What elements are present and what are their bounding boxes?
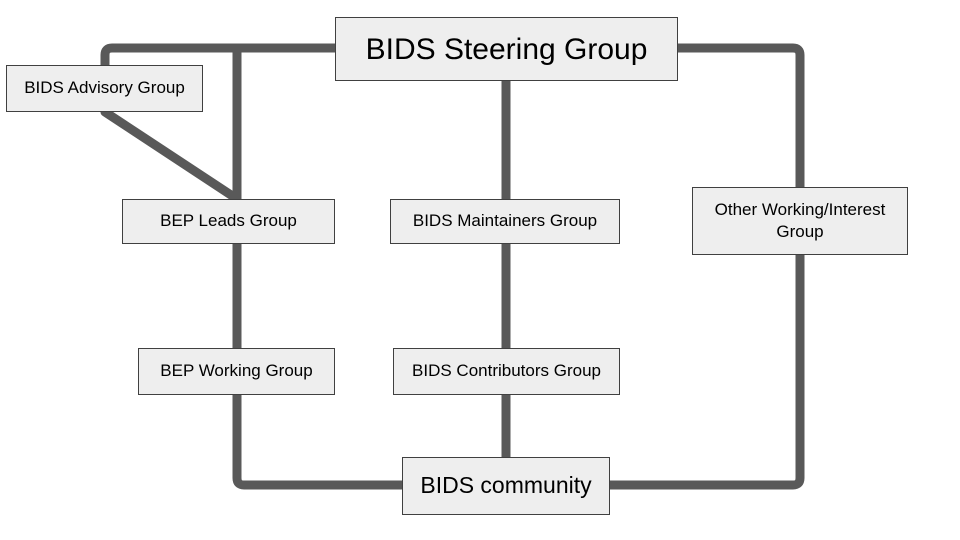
node-bep-working-group: BEP Working Group — [138, 348, 335, 395]
connector-steering-other-community — [609, 43, 805, 490]
node-bids-contributors-group: BIDS Contributors Group — [393, 348, 620, 395]
node-bids-advisory-group: BIDS Advisory Group — [6, 65, 203, 112]
node-bids-steering-group: BIDS Steering Group — [335, 17, 678, 81]
connector-steering-advisory-bepleads — [100, 43, 335, 203]
connector-bepleads-bepworking-community — [232, 48, 403, 490]
node-bids-maintainers-group: BIDS Maintainers Group — [390, 199, 620, 244]
node-bids-community: BIDS community — [402, 457, 610, 515]
node-other-working-interest-group: Other Working/Interest Group — [692, 187, 908, 255]
node-bep-leads-group: BEP Leads Group — [122, 199, 335, 244]
